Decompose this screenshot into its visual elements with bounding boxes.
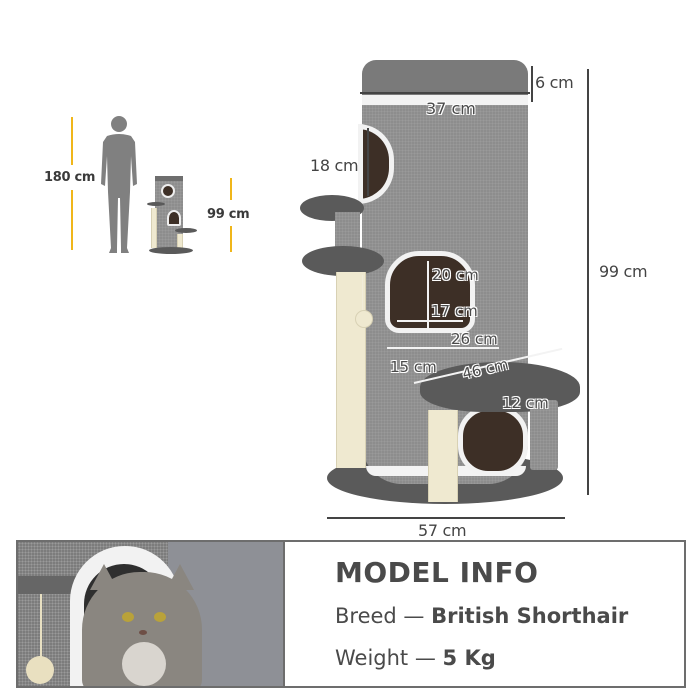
breed-row: Breed — British Shorthair: [335, 604, 628, 628]
person-height-marker-top: [71, 117, 73, 165]
total-height-label: 99 cm: [599, 262, 648, 281]
model-info-panel: MODEL INFO Breed — British Shorthair Wei…: [16, 540, 686, 688]
tree-height-marker-bottom: [230, 226, 232, 252]
cushion-depth-label: 6 cm: [535, 73, 574, 92]
top-diameter-label: 37 cm: [426, 99, 476, 118]
platform-depth-label: 26 cm: [451, 330, 498, 348]
middle-left-platform: [302, 246, 384, 276]
model-info-title: MODEL INFO: [335, 556, 539, 589]
mid-hole-height-label: 20 cm: [432, 266, 479, 284]
panel-divider: [283, 542, 285, 686]
weight-label: Weight —: [335, 646, 436, 670]
person-silhouette-icon: [101, 116, 137, 253]
total-height-line: [587, 69, 589, 495]
base-width-line: [327, 517, 565, 519]
platform-side-label: 15 cm: [390, 358, 437, 376]
top-diameter-line: [360, 92, 530, 94]
weight-value: 5 Kg: [442, 646, 496, 670]
left-scratching-post: [336, 272, 366, 468]
toy-string: [362, 275, 363, 311]
mid-hole-height-line: [427, 261, 429, 331]
middle-scratching-post: [428, 410, 458, 502]
middle-entrance: [385, 251, 475, 333]
mid-hole-width-label: 17 cm: [431, 302, 478, 320]
lower-platform-depth-label: 12 cm: [502, 394, 549, 412]
platform-depth-line: [387, 347, 499, 349]
photo-toy-ball: [26, 656, 54, 684]
lower-entrance: [458, 406, 528, 476]
tree-height-marker-top: [230, 178, 232, 200]
upper-hole-height-line: [367, 128, 369, 196]
base-width-label: 57 cm: [418, 521, 467, 540]
top-fur-trim: [362, 95, 528, 105]
breed-label: Breed —: [335, 604, 425, 628]
top-cushion: [362, 60, 528, 100]
mid-hole-width-line: [397, 320, 463, 322]
person-height-marker-bottom: [71, 190, 73, 250]
upper-hole-height-label: 18 cm: [310, 156, 359, 175]
cat-eye-right: [154, 612, 166, 622]
cat-eye-left: [122, 612, 134, 622]
lower-right-post-grey: [530, 400, 558, 470]
person-height-label: 180 cm: [44, 170, 96, 185]
mini-cat-tree: [145, 176, 200, 256]
weight-row: Weight — 5 Kg: [335, 646, 496, 670]
toy-ball: [355, 310, 373, 328]
cat-photo: [18, 542, 283, 686]
cushion-depth-line: [531, 66, 533, 102]
breed-value: British Shorthair: [431, 604, 629, 628]
tree-height-label: 99 cm: [207, 207, 250, 222]
